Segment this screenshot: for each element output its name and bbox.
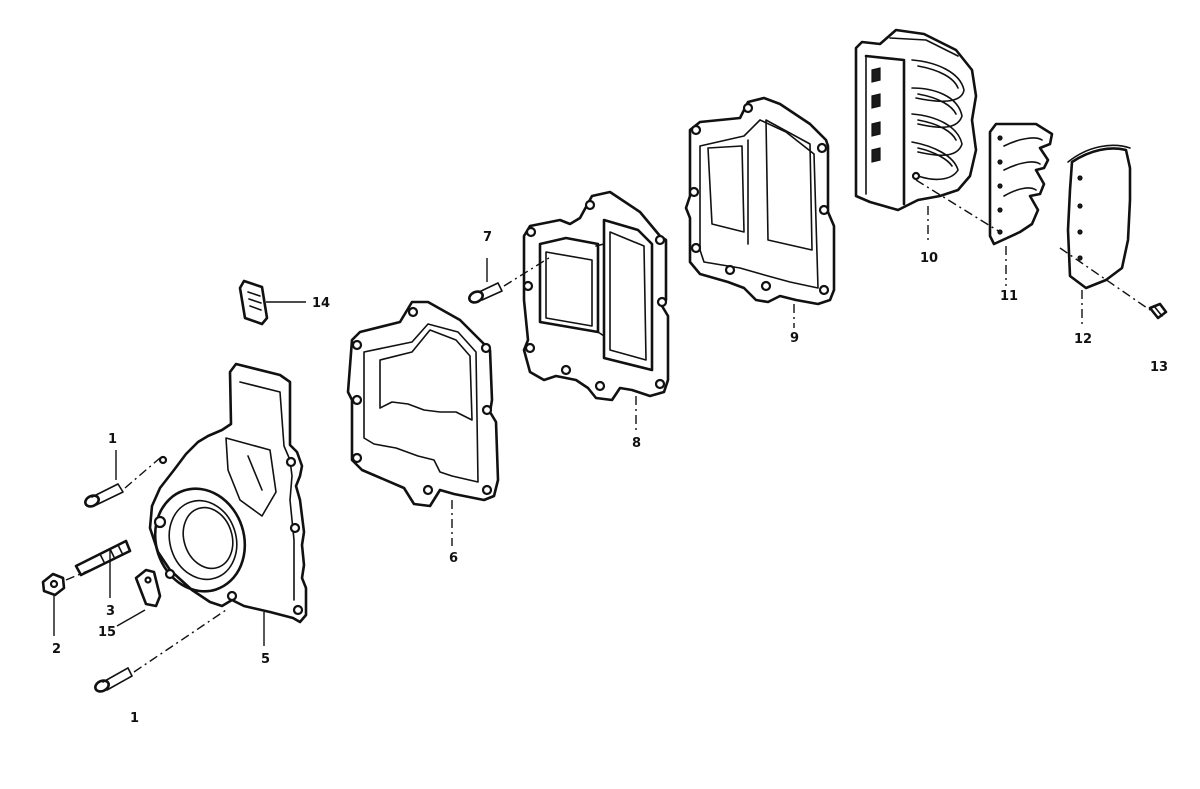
- part-14-plate: [238, 279, 269, 326]
- part-6-gasket: [346, 300, 500, 508]
- part-1-screw-top: [84, 457, 161, 508]
- part-15-clip: [134, 568, 162, 608]
- part-12-reed-stop: [1059, 144, 1151, 311]
- part-7-screw: [468, 255, 553, 304]
- callout-5: 5: [261, 652, 270, 667]
- part-8-reed-block: [522, 190, 670, 402]
- part-1-screw-bottom: [94, 609, 227, 693]
- callout-8: 8: [632, 436, 641, 451]
- callout-7: 7: [483, 230, 492, 245]
- callout-3: 3: [106, 604, 115, 619]
- callouts: 1 1 2 3 5 6 7 8 9 10 11 12 13 14 15: [52, 230, 1168, 726]
- callout-10: 10: [920, 251, 938, 266]
- callout-11: 11: [1000, 289, 1018, 304]
- callout-1-top: 1: [108, 432, 117, 447]
- callout-15: 15: [98, 625, 116, 640]
- part-9-gasket: [684, 96, 836, 306]
- callout-9: 9: [790, 331, 799, 346]
- callout-14: 14: [312, 296, 330, 311]
- part-2-fitting: [41, 569, 91, 597]
- callout-6: 6: [449, 551, 458, 566]
- callout-1-bottom: 1: [130, 711, 139, 726]
- callout-2: 2: [52, 642, 61, 657]
- leader-lines: [53, 206, 1083, 646]
- part-11-reed-plate: [988, 122, 1054, 246]
- part-10-reed-cage: [854, 28, 1001, 233]
- part-13-screw: [1148, 302, 1168, 320]
- part-3-stud: [74, 539, 132, 577]
- callout-12: 12: [1074, 332, 1092, 347]
- callout-13: 13: [1150, 360, 1168, 375]
- part-5-adapter-housing: [148, 362, 308, 624]
